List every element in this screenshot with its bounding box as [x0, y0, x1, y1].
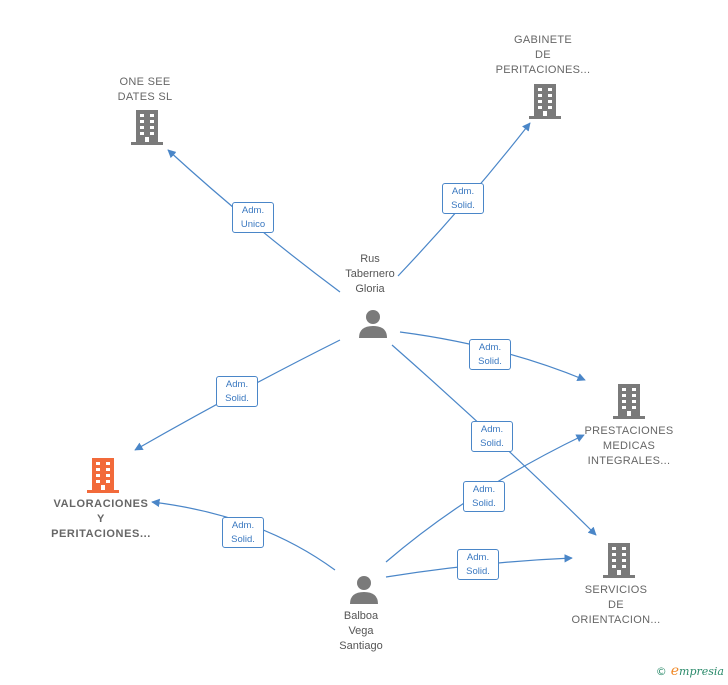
company-label-gabinete[interactable]: GABINETE DE PERITACIONES... — [495, 34, 591, 76]
relation-label: Adm. Solid. — [471, 421, 513, 452]
brand-name: mpresia — [679, 665, 724, 678]
relation-label: Adm. Solid. — [463, 481, 505, 512]
building-icon[interactable] — [529, 84, 561, 119]
building-icon[interactable] — [613, 384, 645, 419]
copyright-symbol: © — [655, 665, 667, 678]
person-icon[interactable] — [349, 574, 379, 604]
relation-label: Adm. Solid. — [469, 339, 511, 370]
empresia-brand: ©empresia — [656, 663, 724, 679]
company-label-one-see[interactable]: ONE SEE DATES SL — [117, 76, 173, 103]
person-label-balboa[interactable]: Balboa Vega Santiago — [339, 610, 383, 652]
company-label-servicios[interactable]: SERVICIOS DE ORIENTACION... — [571, 584, 661, 626]
main-company-building-icon[interactable] — [87, 458, 119, 493]
relation-label: Adm. Unico — [232, 202, 274, 233]
brand-initial: e — [670, 663, 680, 679]
person-icon[interactable] — [358, 308, 388, 338]
building-icon[interactable] — [603, 543, 635, 578]
relation-label: Adm. Solid. — [216, 376, 258, 407]
person-label-rus[interactable]: Rus Tabernero Gloria — [345, 253, 395, 295]
relation-label: Adm. Solid. — [457, 549, 499, 580]
building-icon[interactable] — [131, 110, 163, 145]
relation-label: Adm. Solid. — [442, 183, 484, 214]
company-label-prestaciones[interactable]: PRESTACIONES MEDICAS INTEGRALES... — [584, 425, 674, 467]
company-label-valoraciones[interactable]: VALORACIONES Y PERITACIONES... — [51, 498, 151, 540]
relation-label: Adm. Solid. — [222, 517, 264, 548]
